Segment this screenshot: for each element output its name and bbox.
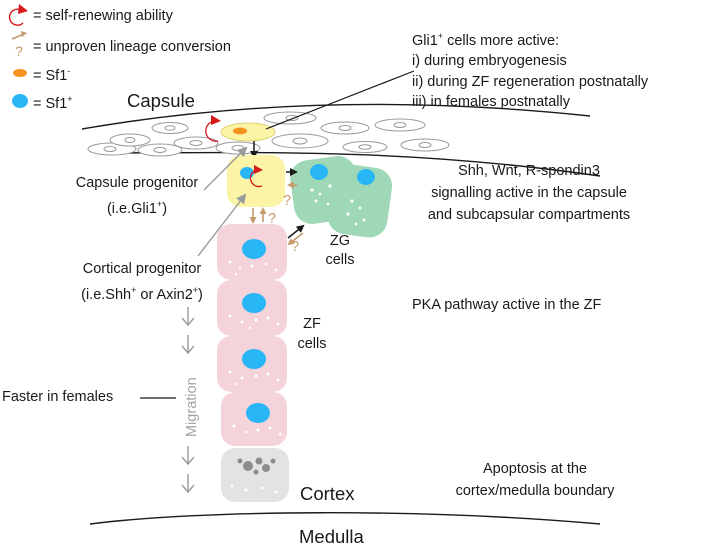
capsule-progenitor-cell [227,155,285,207]
arrow-zg-to-cortical [287,232,304,246]
medulla-boundary-line [89,512,601,525]
legend-self-renewing-label: = self-renewing ability [33,8,173,24]
question-mark-1: ? [283,193,291,209]
gli1-note-line2: i) during embryogenesis [412,53,567,70]
pka-note: PKA pathway active in the ZF [412,297,602,313]
apoptosis-note: Apoptosis at the cortex/medulla boundary [455,461,615,499]
migration-label: Migration [184,377,200,437]
zg-granules [310,184,366,226]
migration-arrows [181,307,195,494]
capsule-self-renew-icon [205,115,221,142]
progenitor-self-renew-icon [249,165,263,188]
zf-cell-1 [217,280,287,336]
legend-self-renewing-icon [8,4,28,26]
zg-nucleus-1 [310,164,328,180]
gli1-note-line3: ii) during ZF regeneration postnatally [412,73,649,90]
zf-cell-3 [221,392,287,446]
arrow-cortical-to-zg [287,224,305,239]
faster-in-females-label: Faster in females [2,389,114,405]
cortical-progenitor-label: Cortical progenitor (i.e.Shh+ or Axin2+) [81,261,203,303]
zg-label: ZG cells [325,233,355,268]
medulla-label: Medulla [299,526,364,547]
legend-lineage-label: = unproven lineage conversion [33,39,231,55]
gli1-note-line4: iii) in females postnatally [412,94,570,111]
zg-cell-front [327,164,393,238]
cortex-label: Cortex [300,483,355,504]
legend-sf1-pos-label: = Sf1+ [33,94,73,112]
zf-label: ZF cells [297,316,327,352]
svg-text:?: ? [15,43,23,59]
zg-nucleus-2 [357,169,375,185]
capsule-progenitor-label: Capsule progenitor (i.e.Gli1+) [75,175,199,217]
capsule-gli1-nucleus [233,127,247,135]
apoptotic-cell [221,448,289,502]
gli1-note-line1: Gli1+ cells more active: [412,31,560,49]
cortical-progenitor-cell [217,224,287,280]
zf-cell-2 [217,336,287,392]
capsule-progenitor-callout-line [203,146,248,191]
legend-sf1-pos-icon [12,94,28,108]
cortical-progenitor-callout-line [197,193,247,257]
legend-sf1-neg-label: = Sf1- [33,66,71,84]
question-mark-2: ? [268,211,276,227]
capsule-label: Capsule [127,90,195,111]
legend-sf1-neg-icon [13,69,27,77]
gli1-note: Gli1+ cells more active: i) during embry… [412,26,648,113]
gli1-note-callout-line [265,70,415,130]
capsule-outer-line [81,103,591,130]
capsule-gli1-cell [220,122,276,142]
signalling-note: Shh, Wnt, R-spondin3 signalling active i… [427,163,631,223]
question-mark-3: ? [291,239,299,255]
zf-granules [228,260,282,436]
legend-lineage-arrow-icon: ? [11,31,27,59]
question-marks: ? ? ? [268,193,299,255]
